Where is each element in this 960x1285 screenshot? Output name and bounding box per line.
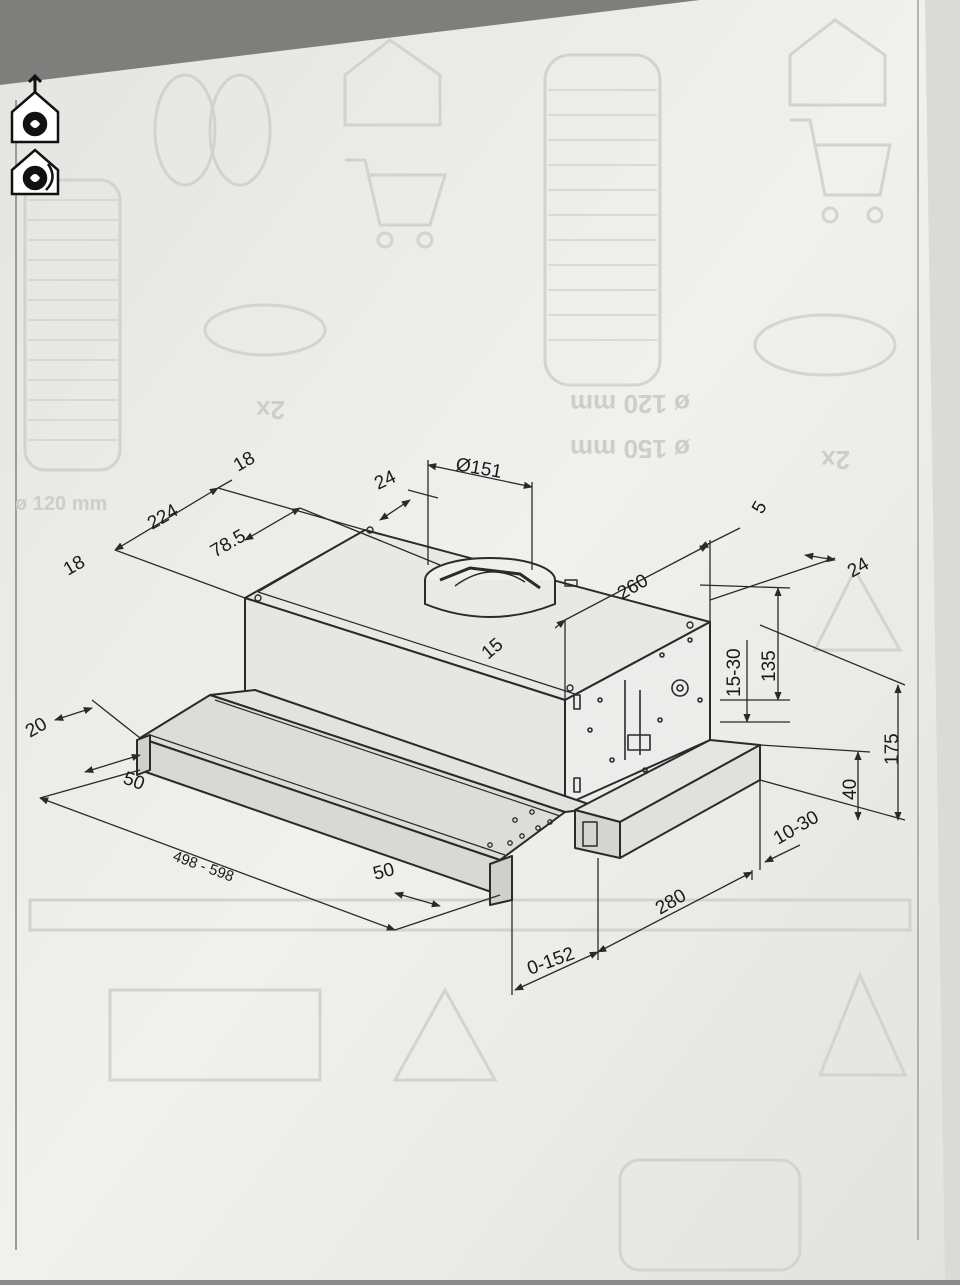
ghost-duct-size-a: ø 120 mm xyxy=(570,389,690,419)
ghost-qty-b: 2x xyxy=(821,445,850,475)
side-panel-details xyxy=(573,637,703,793)
ducted-mode-icon xyxy=(10,73,60,144)
ghost-artwork xyxy=(23,18,912,1272)
ghost-qty-a: 2x xyxy=(256,395,285,425)
cooker-hood-drawing xyxy=(136,526,761,906)
ghost-duct-size-b: ø 150 mm xyxy=(570,434,690,464)
dim-135: 135 xyxy=(759,650,780,682)
page-edge xyxy=(925,0,960,1280)
dim-175: 175 xyxy=(882,733,903,765)
duct-outlet-collar xyxy=(424,557,556,618)
dim-15-30: 15-30 xyxy=(724,648,745,697)
ghost-labels: ø 120 mm ø 120 mm ø 150 mm 2x 2x xyxy=(15,389,850,515)
dimension-lines xyxy=(39,460,906,995)
ghost-duct-size-left: ø 120 mm xyxy=(15,493,107,515)
dim-40: 40 xyxy=(840,779,861,800)
recirculation-mode-icon xyxy=(10,148,60,196)
